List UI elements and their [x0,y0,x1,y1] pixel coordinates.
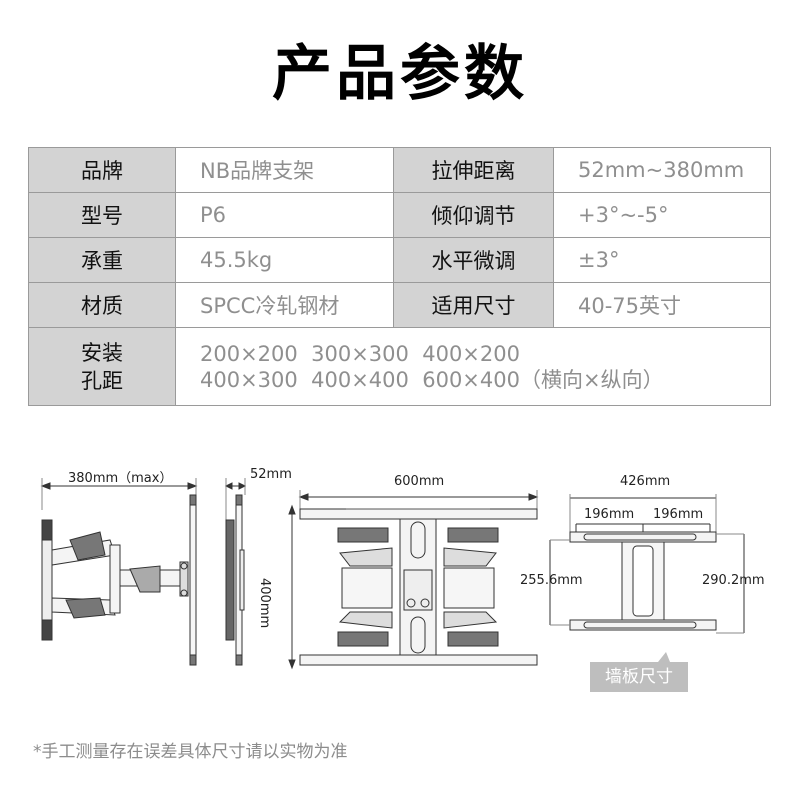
dim-wall-plate-half-left: 196mm [584,507,635,522]
spec-label-vesa: 安装孔距 [28,327,176,406]
dim-wall-plate-width: 426mm [620,474,671,489]
spec-row: 材质 SPCC冷轧钢材 适用尺寸 40-75英寸 [28,282,771,328]
dim-front-width: 600mm [394,474,445,489]
spec-value-model: P6 [175,192,394,238]
spec-label-load: 承重 [28,237,176,283]
spec-label-extension: 拉伸距离 [393,147,554,193]
spec-label-level-adjust: 水平微调 [393,237,554,283]
spec-label-material: 材质 [28,282,176,328]
spec-value-brand: NB品牌支架 [175,147,394,193]
vesa-line2: 400×300 400×400 600×400（横向×纵向） [200,367,664,392]
dim-wall-plate-half-right: 196mm [653,507,704,522]
page-title: 产品参数 [272,39,528,109]
spec-row: 型号 P6 倾仰调节 +3°~-5° [28,192,771,238]
spec-value-vesa: 200×200 300×300 400×200 400×300 400×400 … [175,327,771,406]
spec-label-brand: 品牌 [28,147,176,193]
dim-side-extension: 380mm（max） [68,471,173,486]
spec-value-screen-size: 40-75英寸 [553,282,771,328]
dim-front-height: 400mm [257,578,272,629]
spec-value-tilt: +3°~-5° [553,192,771,238]
dimension-diagram [40,478,745,670]
spec-value-level-adjust: ±3° [553,237,771,283]
spec-label-model: 型号 [28,192,176,238]
vesa-label-line1: 安装 [81,340,123,365]
spec-value-material: SPCC冷轧钢材 [175,282,394,328]
spec-value-extension: 52mm~380mm [553,147,771,193]
dim-wall-plate-inner-height: 255.6mm [520,573,583,588]
spec-table: 品牌 NB品牌支架 拉伸距离 52mm~380mm 型号 P6 倾仰调节 +3°… [28,147,771,406]
dim-side-depth: 52mm [250,467,292,482]
dim-wall-plate-outer-height: 290.2mm [702,573,765,588]
spec-row: 承重 45.5kg 水平微调 ±3° [28,237,771,283]
spec-row-vesa: 安装孔距 200×200 300×300 400×200 400×300 400… [28,327,771,406]
spec-row: 品牌 NB品牌支架 拉伸距离 52mm~380mm [28,147,771,193]
spec-label-screen-size: 适用尺寸 [393,282,554,328]
vesa-label-line2: 孔距 [81,368,123,393]
wall-plate-badge: 墙板尺寸 [590,652,688,692]
footnote: *手工测量存在误差具体尺寸请以实物为准 [33,742,348,762]
spec-value-load: 45.5kg [175,237,394,283]
vesa-line1: 200×200 300×300 400×200 [200,341,520,366]
spec-label-tilt: 倾仰调节 [393,192,554,238]
